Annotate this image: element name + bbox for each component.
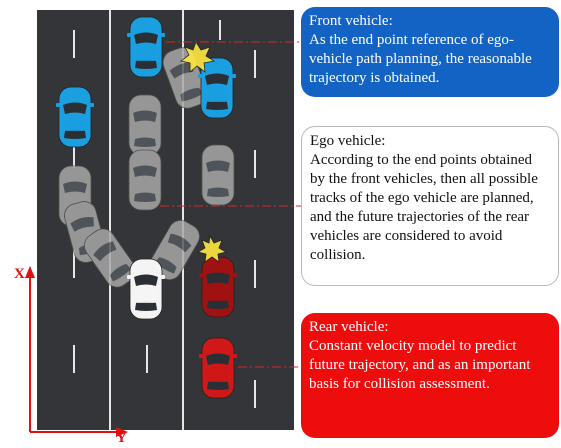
rear-vehicle [198, 337, 238, 399]
rear-vehicle-title: Rear vehicle: [309, 319, 389, 335]
front-vehicle-description: As the end point reference of ego-vehicl… [309, 32, 532, 86]
connector-lines [160, 41, 301, 368]
front-vehicle-title: Front vehicle: [309, 13, 393, 29]
axis-x-label: X [14, 266, 25, 282]
front-vehicle [126, 16, 166, 78]
ego-vehicle [126, 258, 166, 320]
ego-vehicle-description: According to the end points obtained by … [310, 152, 538, 263]
ego-vehicle-title: Ego vehicle: [310, 133, 386, 149]
front-vehicle [55, 86, 95, 148]
front-vehicle-callout: Front vehicle: As the end point referenc… [301, 7, 559, 97]
axis-y-label: Y [116, 430, 127, 446]
rear-vehicle-callout: Rear vehicle: Constant velocity model to… [301, 313, 559, 438]
rear-vehicle-description: Constant velocity model to predict futur… [309, 338, 531, 392]
axes [25, 266, 128, 437]
collision-icon [196, 234, 228, 263]
collision-icon [180, 41, 216, 73]
ego-vehicle-callout: Ego vehicle: According to the end points… [301, 126, 559, 286]
rear-vehicle [198, 256, 238, 318]
